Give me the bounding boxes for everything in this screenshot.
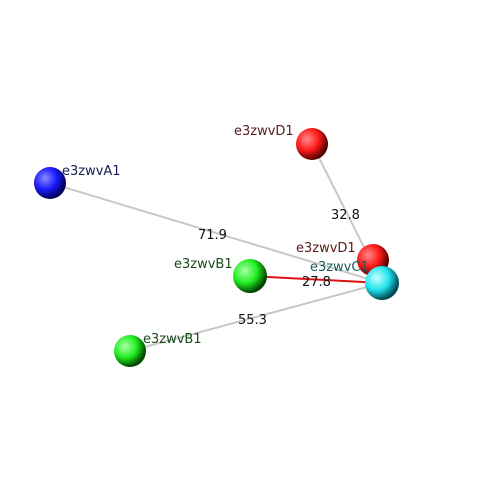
distance-line-a1-c xyxy=(49,182,383,284)
distance-label-d1a-c: 32.8 xyxy=(331,208,360,223)
atom-label-a1: e3zwvA1 xyxy=(62,164,121,179)
atom-b1b[interactable] xyxy=(114,335,146,367)
distance-line-b1a-c xyxy=(249,275,383,284)
distance-label-b1a-c: 27.8 xyxy=(302,275,331,290)
atom-a1[interactable] xyxy=(34,167,66,199)
atom-b1a[interactable] xyxy=(233,259,267,293)
atom-c[interactable] xyxy=(365,266,399,300)
distance-line-b1b-c xyxy=(129,282,383,352)
atom-label-d1b: e3zwvD1 xyxy=(296,241,356,256)
atom-label-b1b: e3zwvB1 xyxy=(143,332,202,347)
atom-label-d1a: e3zwvD1 xyxy=(234,124,294,139)
distance-label-b1b-c: 55.3 xyxy=(238,313,267,328)
atom-label-b1a: e3zwvB1 xyxy=(174,257,233,272)
distance-label-a1-c: 71.9 xyxy=(198,228,227,243)
atom-label-c: e3zwvC1 xyxy=(310,260,369,275)
atom-d1a[interactable] xyxy=(296,128,328,160)
